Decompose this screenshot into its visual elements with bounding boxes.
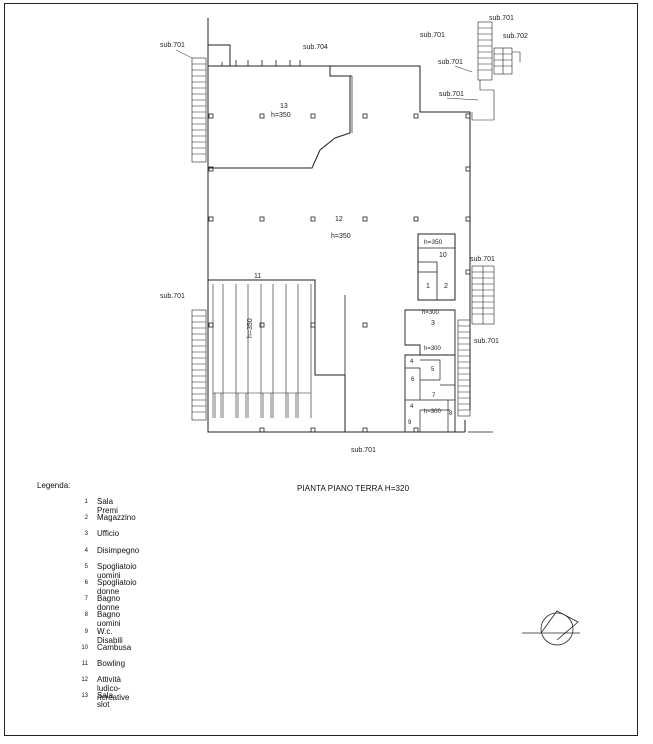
stair-top-right bbox=[471, 21, 521, 121]
sub-label: sub.701 bbox=[160, 42, 185, 49]
sub-label: sub.701 bbox=[470, 256, 495, 263]
room-height: h=350 bbox=[331, 233, 351, 240]
leader-lines bbox=[175, 49, 479, 101]
room-height: h=350 bbox=[271, 112, 291, 119]
bowling-area bbox=[208, 279, 346, 432]
sub-label: sub.701 bbox=[439, 91, 464, 98]
top-wall bbox=[208, 65, 471, 410]
room-number: 4 bbox=[410, 404, 414, 410]
legend-item-number: 1 bbox=[84, 499, 88, 505]
legend-item-number: 11 bbox=[81, 660, 88, 667]
legend-item-label: Disimpegno bbox=[97, 545, 140, 555]
legend-item-number: 12 bbox=[81, 677, 88, 684]
sub-label: sub.701 bbox=[160, 293, 185, 300]
legend-item-number: 2 bbox=[84, 515, 88, 522]
room-number: 2 bbox=[444, 283, 448, 290]
legend-item-label: Bagno donne bbox=[97, 594, 121, 613]
room-number: 10 bbox=[439, 252, 447, 259]
room-number: 3 bbox=[431, 320, 435, 327]
bowling-lanes bbox=[212, 284, 312, 418]
sub-label: sub.701 bbox=[438, 59, 463, 66]
legend-item-number: 6 bbox=[84, 579, 88, 586]
legend-item-label: Attività ludico-ricreative bbox=[97, 675, 130, 703]
room-height: h=300 bbox=[422, 310, 439, 316]
room-number: 12 bbox=[335, 216, 343, 223]
wc-block bbox=[404, 354, 456, 433]
outer-wall bbox=[207, 18, 465, 433]
columns bbox=[208, 113, 471, 433]
stair-left-bottom bbox=[191, 309, 207, 421]
room-number: 5 bbox=[431, 367, 435, 373]
stair-right bbox=[457, 265, 495, 417]
room-number: 7 bbox=[432, 393, 436, 399]
legend-item-number: 5 bbox=[84, 563, 88, 570]
room-height: h=350 bbox=[247, 318, 254, 338]
room-number: 1 bbox=[426, 283, 430, 290]
legend-item-number: 13 bbox=[81, 693, 88, 700]
legend-item-label: Magazzino bbox=[97, 513, 136, 523]
legend-item-number: 4 bbox=[84, 547, 88, 554]
room-height: h=300 bbox=[424, 409, 441, 415]
legend-item-label: Spogliatoio uomini bbox=[97, 561, 137, 580]
legend-item-label: Cambusa bbox=[97, 642, 132, 652]
sub-label: sub.701 bbox=[474, 338, 499, 345]
room-height: h=300 bbox=[424, 346, 441, 352]
room-number: 9 bbox=[408, 420, 412, 426]
legend-item-number: 10 bbox=[81, 644, 88, 651]
sub-label: sub.702 bbox=[503, 33, 528, 40]
legend-item-label: Bagno uomini bbox=[97, 610, 121, 629]
legend-title: Legenda: bbox=[37, 481, 71, 490]
legend-item-number: 8 bbox=[84, 612, 88, 619]
legend-item-label: Ufficio bbox=[97, 529, 120, 539]
room-number: 11 bbox=[254, 273, 262, 280]
room-number: 13 bbox=[280, 103, 288, 110]
room-13-inner bbox=[345, 75, 353, 133]
stair-left-top bbox=[191, 57, 207, 163]
drawing-frame bbox=[4, 3, 638, 736]
legend-item-number: 7 bbox=[84, 596, 88, 603]
top-left-step bbox=[208, 44, 231, 66]
room-13-wall bbox=[208, 66, 351, 169]
sub-label: sub.701 bbox=[489, 15, 514, 22]
legend-item-number: 9 bbox=[84, 628, 88, 635]
plan-title: PIANTA PIANO TERRA H=320 bbox=[297, 484, 410, 493]
room-number: 6 bbox=[411, 377, 415, 383]
room-number: 8 bbox=[449, 411, 453, 417]
north-arrow-symbol bbox=[522, 610, 580, 646]
top-railing bbox=[221, 60, 301, 66]
room-height: h=350 bbox=[424, 239, 443, 246]
sub-label: sub.701 bbox=[420, 32, 445, 39]
legend-item-label: Sala Premi bbox=[97, 497, 118, 515]
legend-item-label: W.c. Disabili bbox=[97, 626, 123, 645]
sub-label: sub.704 bbox=[303, 44, 328, 51]
legend-item-label: Sala slot bbox=[97, 691, 114, 710]
legend-item-label: Bowling bbox=[97, 658, 126, 668]
legend-item-label: Spogliatoio donne bbox=[97, 577, 137, 596]
room-number: 4 bbox=[410, 359, 414, 365]
legend-item-number: 3 bbox=[84, 531, 88, 538]
sub-label: sub.701 bbox=[351, 447, 376, 454]
